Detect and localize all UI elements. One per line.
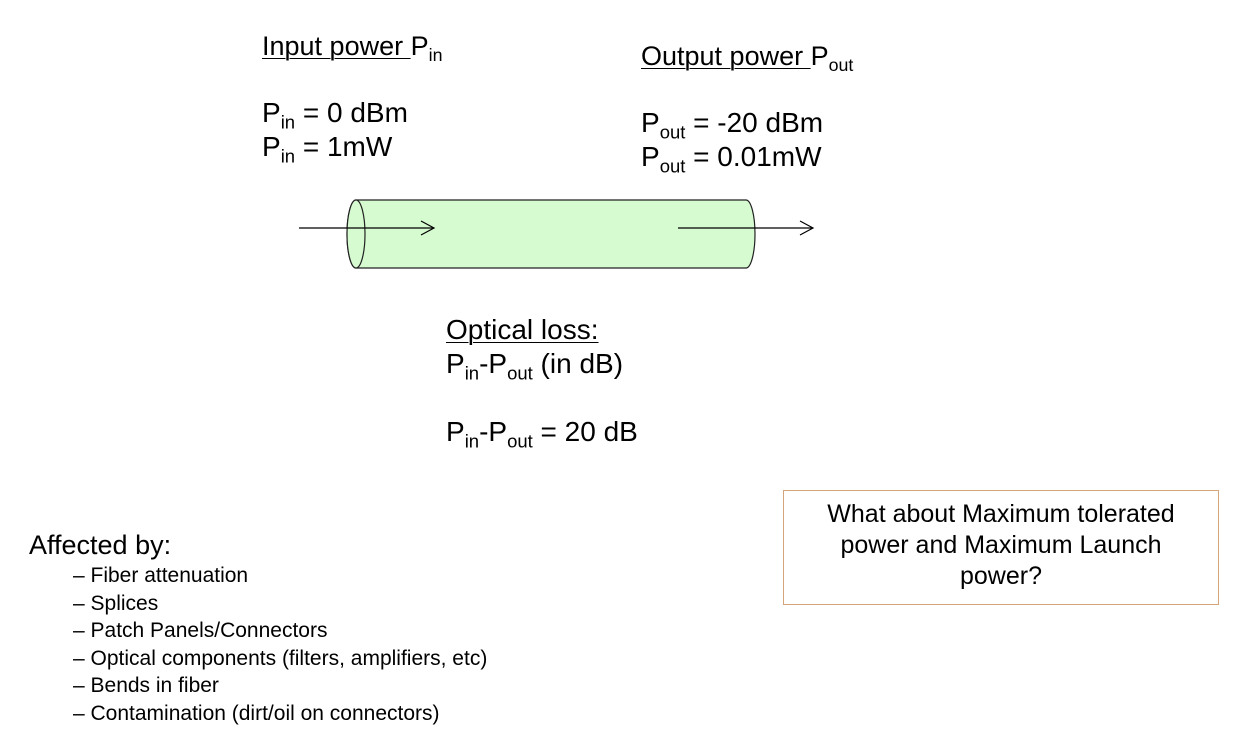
input-power-heading: Input power Pin: [262, 31, 443, 66]
optical-loss-formula: Pin-Pout (in dB): [446, 348, 624, 384]
affected-by-list: – Fiber attenuation – Splices – Patch Pa…: [73, 562, 487, 727]
output-power-block: Output power Pout Pout = -20 dBm Pout = …: [641, 40, 854, 177]
output-power-mw: Pout = 0.01mW: [641, 141, 822, 177]
output-power-dbm: Pout = -20 dBm: [641, 107, 824, 143]
input-power-dbm: Pin = 0 dBm: [262, 97, 408, 133]
affected-by-title: Affected by:: [29, 530, 172, 560]
input-arrow-icon: [299, 220, 436, 236]
list-item: – Patch Panels/Connectors: [73, 619, 328, 642]
max-power-question-box: What about Maximum tolerated power and M…: [783, 490, 1219, 605]
output-arrow-icon: [678, 220, 815, 236]
list-item: – Contamination (dirt/oil on connectors): [73, 701, 440, 725]
list-item: – Splices: [73, 591, 159, 615]
fiber-cylinder-icon: [346, 199, 756, 269]
list-item: – Bends in fiber: [73, 674, 219, 697]
input-power-block: Input power Pin Pin = 0 dBm Pin = 1mW: [262, 30, 443, 167]
max-power-question-text: What about Maximum tolerated power and M…: [827, 500, 1175, 590]
list-item: – Fiber attenuation: [73, 564, 249, 587]
optical-loss-result: Pin-Pout = 20 dB: [446, 416, 638, 452]
output-power-heading: Output power Pout: [641, 41, 854, 76]
optical-loss-heading: Optical loss:: [446, 314, 599, 345]
list-item: – Optical components (filters, amplifier…: [73, 646, 488, 670]
input-power-mw: Pin = 1mW: [262, 131, 393, 167]
affected-by-section: Affected by: – Fiber attenuation – Splic…: [29, 528, 487, 727]
optical-loss-block: Optical loss: Pin-Pout (in dB) Pin-Pout …: [446, 313, 638, 452]
